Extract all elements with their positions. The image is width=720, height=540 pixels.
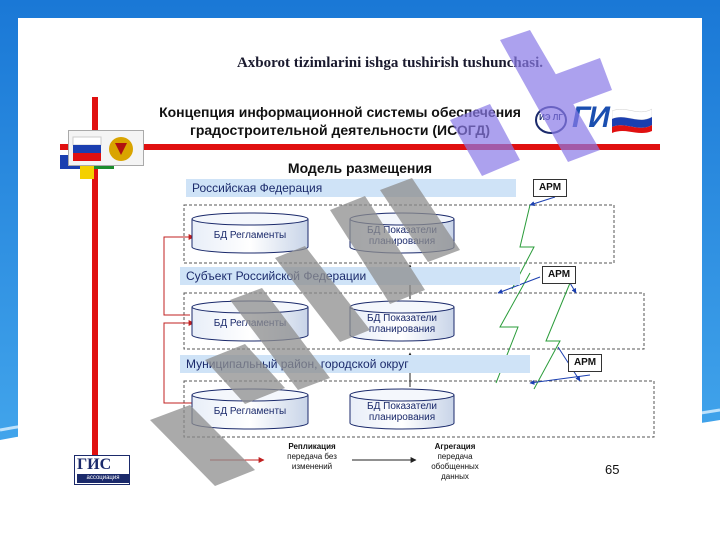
arm-box-subject: АРМ bbox=[542, 266, 576, 284]
page-number: 65 bbox=[605, 462, 620, 477]
embedded-header-line2: градостроительной деятельности (ИСОГД) bbox=[190, 122, 490, 138]
embedded-header-line1: Концепция информационной системы обеспеч… bbox=[159, 104, 521, 120]
arm-box-federation: АРМ bbox=[533, 179, 567, 197]
russia-emblem-logo bbox=[68, 130, 144, 166]
arm-box-municipal: АРМ bbox=[568, 354, 602, 372]
model-title: Модель размещения bbox=[287, 160, 433, 176]
db-regulations-label-1: БД Регламенты bbox=[213, 230, 287, 241]
red-bar-top bbox=[60, 144, 660, 150]
embedded-header: Концепция информационной системы обеспеч… bbox=[130, 103, 550, 139]
legend-replication-title: Репликация bbox=[288, 442, 336, 451]
embedded-diagram-image: Концепция информационной системы обеспеч… bbox=[60, 97, 660, 485]
legend-aggregation-title: Агрегация bbox=[434, 442, 476, 451]
legend-aggregation: Агрегация передача обобщенных данных bbox=[431, 442, 479, 481]
db-regulations-label-3: БД Регламенты bbox=[213, 406, 287, 417]
gis-association-logo: ГИС ассоциация bbox=[74, 455, 130, 485]
red-bar-left bbox=[92, 97, 98, 485]
gis-logo-sub: ассоциация bbox=[77, 474, 129, 483]
level-band-subject: Субъект Российской Федерации bbox=[180, 267, 520, 285]
slide-title: Axborot tizimlarini ishga tushirish tush… bbox=[236, 55, 544, 71]
level-band-federation: Российская Федерация bbox=[186, 179, 516, 197]
level-band-municipal: Муниципальный район, городской округ bbox=[180, 355, 530, 373]
deployment-model-diagram bbox=[163, 196, 655, 463]
db-regulations-label-2: БД Регламенты bbox=[213, 318, 287, 329]
legend-replication: Репликация передача без изменений bbox=[287, 442, 337, 471]
gis-logo-text: ГИС bbox=[77, 456, 112, 473]
